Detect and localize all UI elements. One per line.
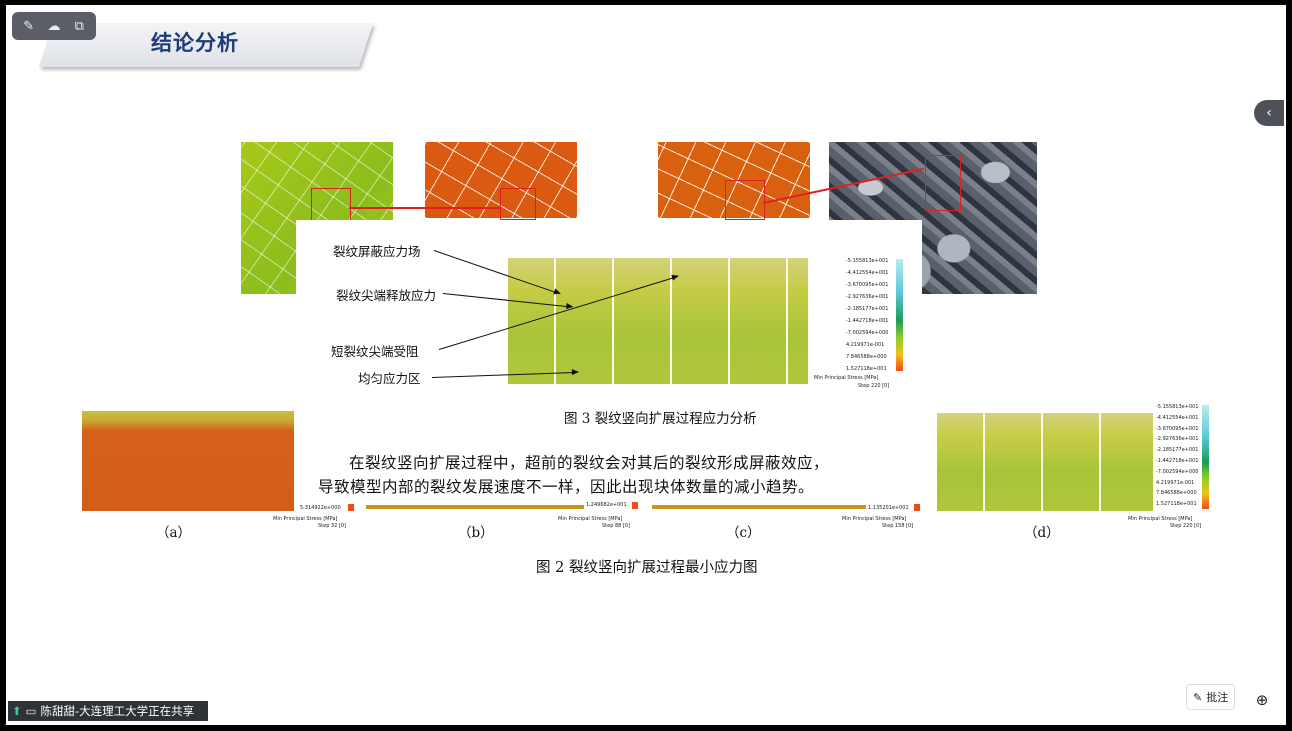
fig3-stress-contour xyxy=(508,258,808,384)
fig2b-stress-contour xyxy=(366,505,584,509)
legend-value: 4.219971e-001 xyxy=(846,342,885,348)
fig3-legend: -5.155813e+001 -4.412554e+001 -3.670095e… xyxy=(846,255,896,375)
crack-texture-orange-1 xyxy=(425,142,577,218)
collapse-panel-button[interactable]: ‹ xyxy=(1254,100,1284,126)
screen-share-indicator[interactable]: ⬆ ▭ 陈甜甜-大连理工大学正在共享 xyxy=(8,701,208,721)
paragraph-line-2: 导致模型内部的裂纹发展速度不一样，因此出现块体数量的减小趋势。 xyxy=(318,478,815,496)
legend-value: 1.527118e+001 xyxy=(846,366,887,372)
annotation-short-crack-blocked: 短裂纹尖端受阻 xyxy=(331,344,419,359)
fig2-caption: 图 2 裂纹竖向扩展过程最小应力图 xyxy=(536,560,758,576)
fig2d-legend: -5.155813e+001 -4.412554e+001 -3.670095e… xyxy=(1156,402,1202,510)
cloud-icon[interactable]: ☁ xyxy=(47,18,61,34)
legend-value: -2.185177e+001 xyxy=(1156,447,1199,454)
legend-value: -7.002594e+000 xyxy=(846,330,889,336)
legend-value: -2.927636e+001 xyxy=(846,294,889,300)
meeting-toolbar: ✎ ☁ ⧉ xyxy=(12,12,96,40)
fig2b-label: （b） xyxy=(458,525,494,541)
fig2c-max: 1.135201e+001 xyxy=(868,505,909,511)
zoom-box-4 xyxy=(925,155,961,211)
fig2c-swatch xyxy=(914,504,920,511)
fig2a-step: Step 32 [0] xyxy=(318,523,347,529)
legend-value: -7.002594e+000 xyxy=(1156,468,1199,475)
fig2c-stress-contour xyxy=(652,505,866,509)
fig2d-step: Step 220 [0] xyxy=(1170,523,1202,529)
fig2d-legend-colorbar xyxy=(1202,405,1209,509)
fig2b-max: 1.249682e+001 xyxy=(586,502,627,508)
fig2c-legend-title: Min Principal Stress [MPa] xyxy=(842,516,907,522)
legend-value: -4.412554e+001 xyxy=(1156,414,1199,421)
legend-value: 1.527118e+001 xyxy=(1156,501,1197,508)
legend-value: -5.155813e+001 xyxy=(1156,404,1199,410)
fig2b-swatch xyxy=(632,502,638,509)
chevron-left-icon: ‹ xyxy=(1266,105,1272,121)
fig2a-stress-contour xyxy=(82,411,294,511)
share-screen-icon[interactable]: ⧉ xyxy=(74,18,84,34)
zoom-box-3 xyxy=(725,180,765,220)
legend-value: -5.155813e+001 xyxy=(846,258,889,264)
fig2c-step: Step 158 [0] xyxy=(882,523,914,529)
legend-value: -3.670095e+001 xyxy=(846,282,889,288)
fig2b-step: Step 88 [0] xyxy=(602,523,631,529)
fig2b-legend-title: Min Principal Stress [MPa] xyxy=(558,516,623,522)
fig2a-legend-title: Min Principal Stress [MPa] xyxy=(273,516,338,522)
share-status-text: 陈甜甜-大连理工大学正在共享 xyxy=(40,704,195,718)
fig2d-legend-title: Min Principal Stress [MPa] xyxy=(1128,516,1193,522)
annotation-uniform-zone: 均匀应力区 xyxy=(358,371,421,386)
legend-value: -1.442718e+001 xyxy=(846,318,889,324)
fig2d-label: （d） xyxy=(1024,525,1060,541)
share-status-icon: ⬆ xyxy=(12,704,22,718)
annotate-button[interactable]: ✎ 批注 xyxy=(1186,684,1236,710)
zoom-box-2 xyxy=(500,188,536,220)
annotation-tip-release: 裂纹尖端释放应力 xyxy=(336,288,437,303)
legend-value: 4.219971e-001 xyxy=(1156,479,1195,486)
legend-value: 7.846588e+000 xyxy=(846,354,887,360)
zoom-line-1 xyxy=(349,207,500,209)
fig2a-swatch xyxy=(348,504,354,511)
legend-value: -2.185177e+001 xyxy=(846,306,889,312)
fig2c-label: （c） xyxy=(726,525,761,541)
fig3-legend-title: Min Principal Stress [MPa] xyxy=(814,375,879,381)
fig3-legend-step: Step 220 [0] xyxy=(858,383,890,389)
chat-icon: ▭ xyxy=(25,704,37,718)
zoom-icon[interactable]: ⊕ xyxy=(1250,688,1274,712)
presentation-slide: 结论分析 -5.155813e+001 -4.412554e+001 -3.67… xyxy=(6,5,1286,725)
legend-value: -4.412554e+001 xyxy=(846,270,889,276)
pencil-icon: ✎ xyxy=(1193,690,1203,704)
paragraph-line-1: 在裂纹竖向扩展过程中，超前的裂纹会对其后的裂纹形成屏蔽效应， xyxy=(349,454,830,472)
fig2a-max: 5.314922e+000 xyxy=(300,505,341,511)
slide-title: 结论分析 xyxy=(151,30,239,55)
annotate-label: 批注 xyxy=(1206,691,1229,704)
fig2a-label: （a） xyxy=(156,525,192,541)
annotation-shielding-field: 裂纹屏蔽应力场 xyxy=(333,244,421,259)
fig3-legend-colorbar xyxy=(896,259,903,371)
fig3-caption: 图 3 裂纹竖向扩展过程应力分析 xyxy=(564,411,757,427)
edit-icon[interactable]: ✎ xyxy=(23,18,35,34)
fig2d-stress-contour xyxy=(937,413,1153,511)
legend-value: -3.670095e+001 xyxy=(1156,425,1199,432)
legend-value: -1.442718e+001 xyxy=(1156,457,1199,464)
legend-value: 7.846588e+000 xyxy=(1156,490,1197,497)
legend-value: -2.927636e+001 xyxy=(1156,436,1199,443)
